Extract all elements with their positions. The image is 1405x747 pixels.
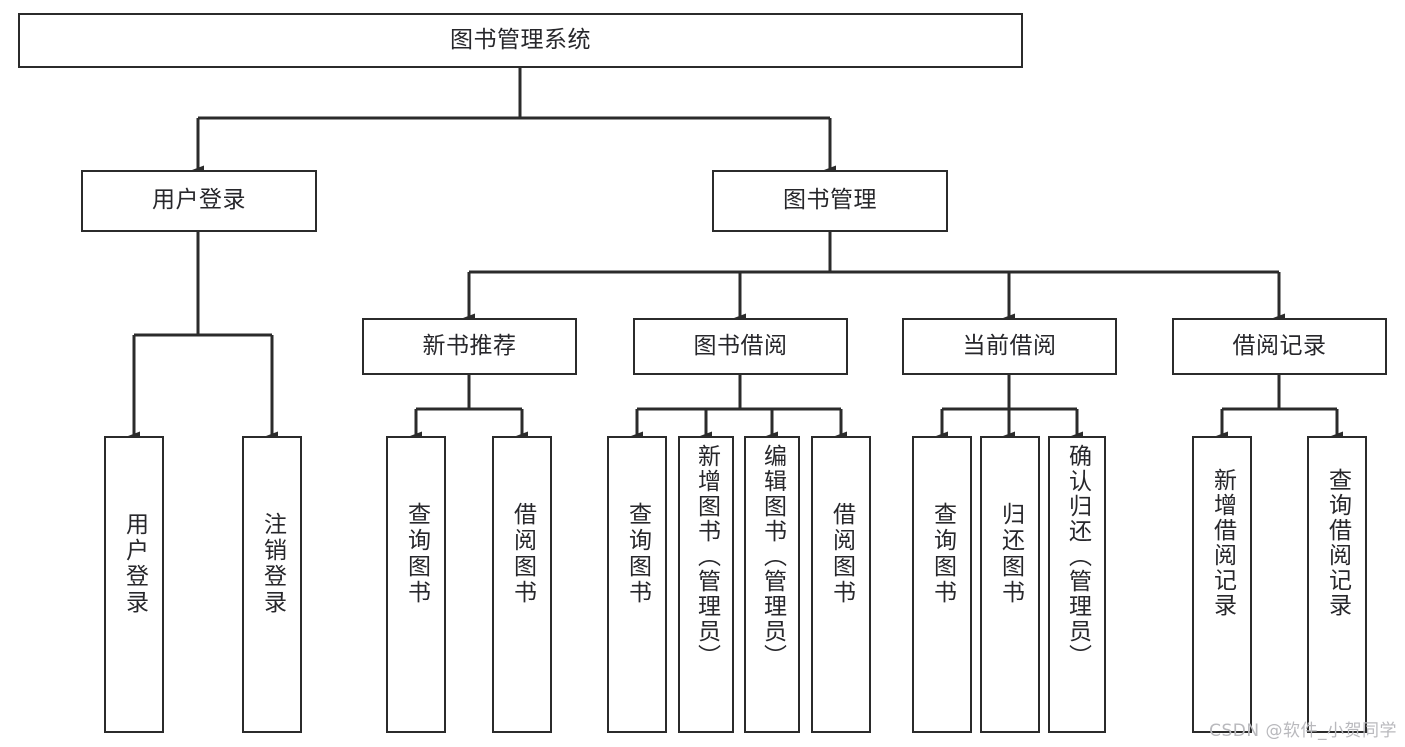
node-leaf-edit-book[interactable]: 编辑图书（管理员） bbox=[744, 436, 800, 733]
node-label: 用户登录 bbox=[152, 187, 246, 214]
node-leaf-query-book-new[interactable]: 查询图书 bbox=[386, 436, 446, 733]
node-label: 查询借阅记录 bbox=[1324, 468, 1351, 618]
node-label: 新增图书（管理员） bbox=[693, 444, 720, 669]
node-label: 查询图书 bbox=[929, 502, 956, 606]
node-book-borrow[interactable]: 图书借阅 bbox=[633, 318, 848, 375]
node-label: 借阅记录 bbox=[1232, 332, 1327, 359]
node-label: 用户登录 bbox=[121, 512, 148, 616]
watermark-text: CSDN @软件_小贺同学 bbox=[1209, 721, 1397, 741]
node-label: 借阅图书 bbox=[828, 502, 855, 606]
node-leaf-query-book-borrow[interactable]: 查询图书 bbox=[607, 436, 667, 733]
node-label: 图书借阅 bbox=[693, 332, 788, 359]
node-current-borrow[interactable]: 当前借阅 bbox=[902, 318, 1117, 375]
node-label: 确认归还（管理员） bbox=[1064, 444, 1091, 669]
node-leaf-query-book-current[interactable]: 查询图书 bbox=[912, 436, 972, 733]
node-leaf-query-record[interactable]: 查询借阅记录 bbox=[1307, 436, 1367, 733]
node-label: 归还图书 bbox=[997, 502, 1024, 606]
node-label: 图书管理 bbox=[783, 187, 877, 214]
node-new-book-recommend[interactable]: 新书推荐 bbox=[362, 318, 577, 375]
node-label: 当前借阅 bbox=[962, 332, 1057, 359]
node-leaf-borrow-book-borrow[interactable]: 借阅图书 bbox=[811, 436, 871, 733]
node-user-login[interactable]: 用户登录 bbox=[81, 170, 317, 232]
node-leaf-add-record[interactable]: 新增借阅记录 bbox=[1192, 436, 1252, 733]
node-label: 注销登录 bbox=[259, 512, 286, 616]
node-borrow-record[interactable]: 借阅记录 bbox=[1172, 318, 1387, 375]
node-leaf-user-logout[interactable]: 注销登录 bbox=[242, 436, 302, 733]
node-label: 查询图书 bbox=[403, 502, 430, 606]
node-label: 编辑图书（管理员） bbox=[759, 444, 786, 669]
node-label: 图书管理系统 bbox=[450, 26, 591, 53]
node-label: 查询图书 bbox=[624, 502, 651, 606]
node-root-system[interactable]: 图书管理系统 bbox=[18, 13, 1023, 68]
node-label: 借阅图书 bbox=[509, 502, 536, 606]
node-leaf-borrow-book-new[interactable]: 借阅图书 bbox=[492, 436, 552, 733]
node-label: 新增借阅记录 bbox=[1209, 468, 1236, 618]
node-leaf-add-book[interactable]: 新增图书（管理员） bbox=[678, 436, 734, 733]
node-book-manage[interactable]: 图书管理 bbox=[712, 170, 948, 232]
node-leaf-user-login[interactable]: 用户登录 bbox=[104, 436, 164, 733]
node-leaf-return-book[interactable]: 归还图书 bbox=[980, 436, 1040, 733]
node-label: 新书推荐 bbox=[422, 332, 517, 359]
node-leaf-confirm-return[interactable]: 确认归还（管理员） bbox=[1048, 436, 1106, 733]
